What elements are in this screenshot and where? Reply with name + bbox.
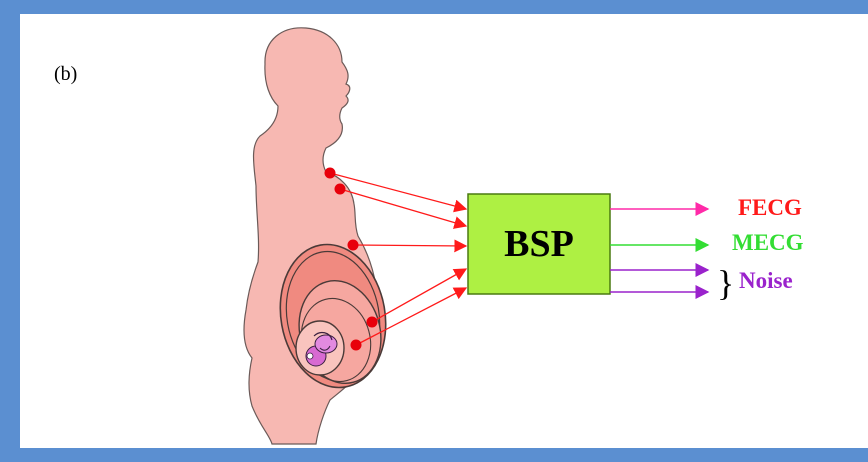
electrode (348, 240, 359, 251)
noise-brace: } (717, 265, 734, 301)
panel-label: (b) (54, 63, 77, 86)
noise-label: Noise (739, 268, 793, 294)
bsp-label: BSP (468, 194, 610, 294)
figure-panel: (b) BSP FECG MECG } Noise (20, 14, 868, 448)
electrode (335, 184, 346, 195)
input-arrow-2 (340, 189, 466, 226)
input-arrow-3 (353, 245, 466, 246)
electrode (325, 168, 336, 179)
electrode (351, 340, 362, 351)
mecg-label: MECG (732, 230, 804, 256)
electrode (367, 317, 378, 328)
fecg-label: FECG (738, 195, 802, 221)
